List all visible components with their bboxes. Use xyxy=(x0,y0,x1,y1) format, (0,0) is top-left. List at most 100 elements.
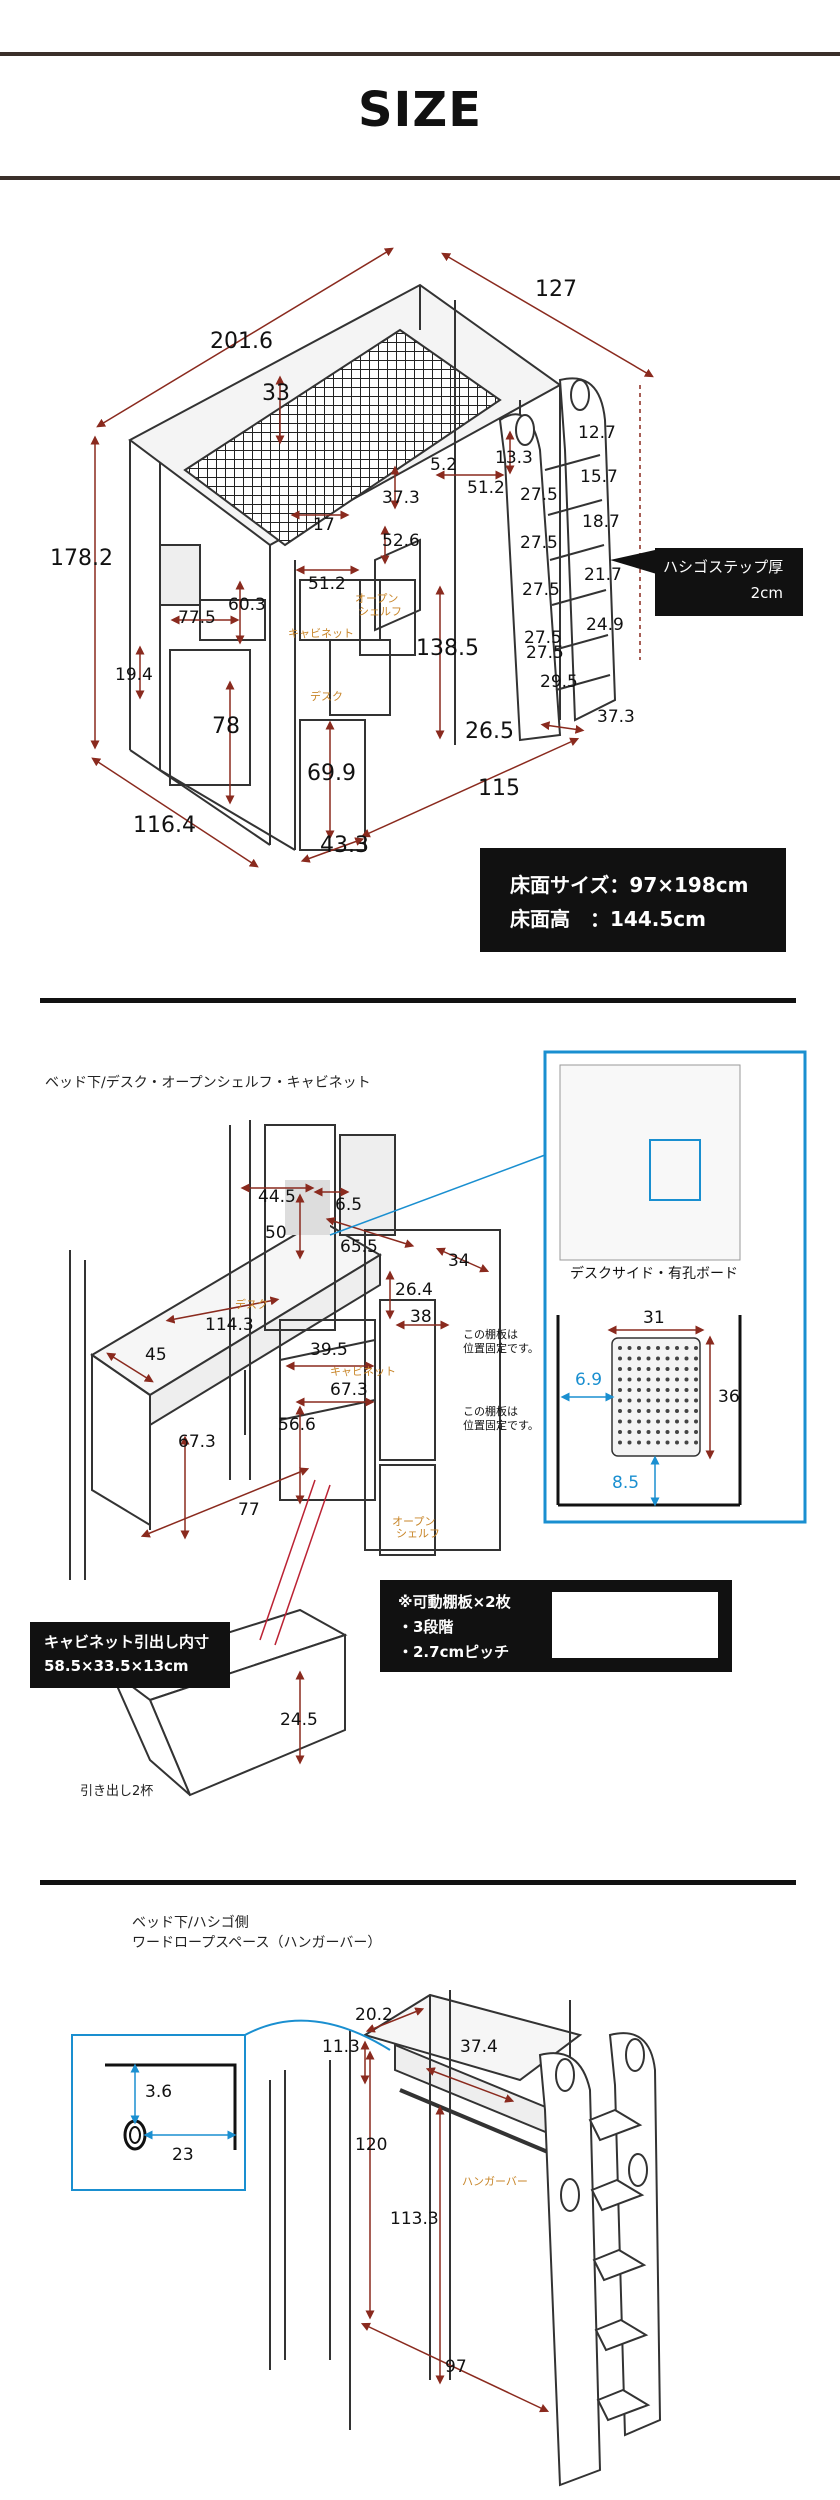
dim-38: 38 xyxy=(410,1307,432,1327)
dim-52-6: 52.6 xyxy=(382,531,420,551)
board-hole xyxy=(665,1419,670,1424)
ladder-step-labels: 12.7 15.7 18.7 21.7 24.9 29.5 27.5 27.5 … xyxy=(520,423,624,692)
label-cabinet: キャビネット xyxy=(330,1365,396,1378)
dim-77: 77 xyxy=(238,1500,260,1520)
board-hole xyxy=(646,1367,651,1371)
label-open-shelf-2: シェルフ xyxy=(358,605,402,618)
board-hole xyxy=(627,1377,632,1382)
step-label: 29.5 xyxy=(540,672,578,692)
board-hole xyxy=(684,1377,689,1382)
board-hole xyxy=(665,1356,670,1361)
board-hole xyxy=(618,1377,622,1382)
wardrobe-ladder xyxy=(538,2032,662,2487)
page-title: SIZE xyxy=(357,82,483,138)
step-label: 24.9 xyxy=(586,615,624,635)
drawer-note-line1: キャビネット引出し内寸 xyxy=(44,1633,210,1651)
shelf-icon-bg xyxy=(552,1592,718,1658)
dim-6-5: 6.5 xyxy=(335,1195,362,1215)
board-hole xyxy=(618,1398,622,1403)
board-hole xyxy=(637,1367,641,1371)
board-hole xyxy=(665,1377,670,1382)
floor-height-line: 床面高 ：144.5cm xyxy=(510,907,706,931)
dim-45: 45 xyxy=(145,1345,167,1365)
dim-97: 97 xyxy=(445,2357,467,2377)
shelf-note-line1: ※可動棚板×2枚 xyxy=(398,1593,511,1611)
board-hole xyxy=(627,1440,632,1445)
board-hole xyxy=(675,1398,679,1403)
board-hole xyxy=(618,1409,622,1413)
board-hole xyxy=(694,1346,698,1350)
board-hole xyxy=(675,1346,679,1350)
step-gap-label: 27.5 xyxy=(520,533,558,553)
board-hole xyxy=(684,1440,689,1445)
inset-edge-side: 6.9 xyxy=(575,1370,602,1390)
dim-base-depth: 116.4 xyxy=(133,813,196,838)
ladder xyxy=(498,377,617,742)
board-hole xyxy=(637,1409,641,1413)
board-hole xyxy=(694,1440,698,1445)
inset-board-h: 36 xyxy=(718,1387,740,1407)
ladder-step-note: ハシゴステップ厚 2cm xyxy=(655,548,803,616)
board-hole xyxy=(694,1377,698,1382)
step-gap-label: 27.5 xyxy=(520,485,558,505)
section3-caption-line1: ベッド下/ハシゴ側 xyxy=(132,1915,249,1931)
dim-desk-w: 43.3 xyxy=(320,833,369,858)
dim-length: 201.6 xyxy=(210,329,273,354)
section2-caption: ベッド下/デスク・オープンシェルフ・キャビネット xyxy=(45,1075,371,1091)
board-hole xyxy=(684,1419,689,1424)
dim-13-3: 13.3 xyxy=(495,448,533,468)
dim-37-3: 37.3 xyxy=(382,488,420,508)
board-hole xyxy=(637,1440,641,1445)
dim-desk-h: 69.9 xyxy=(307,761,356,786)
board-hole xyxy=(618,1346,622,1350)
board-hole xyxy=(694,1398,698,1403)
board-hole xyxy=(656,1388,660,1392)
board-hole xyxy=(675,1377,679,1382)
board-hole xyxy=(618,1440,622,1445)
dim-desk-len: 115 xyxy=(478,776,520,801)
wardrobe-diagram: 20.2 11.3 37.4 120 113.3 97 ハンガーバー 3.6 2… xyxy=(71,1990,662,2487)
dimension-lines-3 xyxy=(360,2007,550,2413)
dim-11-3: 11.3 xyxy=(322,2037,360,2057)
board-hole xyxy=(627,1346,632,1350)
board-hole xyxy=(665,1409,670,1413)
board-hole xyxy=(675,1440,679,1445)
top-rule xyxy=(0,52,840,56)
board-hole xyxy=(618,1430,622,1434)
board-hole xyxy=(618,1356,622,1361)
loft-bed-diagram: 201.6 127 178.2 33 116.4 43.3 115 26.5 3… xyxy=(50,247,660,868)
fixed-note-2-line1: この棚板は xyxy=(463,1404,518,1418)
dim-shelf-w: 77.5 xyxy=(178,608,216,628)
inset-caption: デスクサイド・有孔ボード xyxy=(570,1265,738,1282)
dim-ladder-w: 26.5 xyxy=(465,719,514,744)
board-hole xyxy=(646,1346,651,1350)
drawer-note-line2: 58.5×33.5×13cm xyxy=(44,1657,189,1675)
inset-edge-bottom: 8.5 xyxy=(612,1473,639,1493)
board-hole xyxy=(656,1346,660,1350)
dim-120: 120 xyxy=(355,2135,387,2155)
board-hole xyxy=(637,1346,641,1350)
board-hole xyxy=(656,1430,660,1434)
section-divider xyxy=(40,1880,796,1885)
inset-board-w: 31 xyxy=(643,1308,665,1328)
inset-dim-3-6: 3.6 xyxy=(145,2082,172,2102)
board-hole xyxy=(637,1430,641,1434)
label-desk: デスク xyxy=(310,689,343,703)
board-hole xyxy=(627,1356,632,1361)
inset-dim-23: 23 xyxy=(172,2145,194,2165)
board-hole xyxy=(665,1346,670,1350)
dim-65-5: 65.5 xyxy=(340,1237,378,1257)
board-hole xyxy=(684,1388,689,1392)
dim-34: 34 xyxy=(448,1251,470,1271)
label-desk: デスク xyxy=(235,1297,268,1311)
board-hole xyxy=(675,1388,679,1392)
board-hole xyxy=(656,1409,660,1413)
section-divider xyxy=(40,998,796,1003)
board-hole xyxy=(637,1356,641,1361)
board-hole xyxy=(646,1409,651,1413)
board-hole xyxy=(646,1419,651,1424)
perforated-board-inset: デスクサイド・有孔ボード 31 36 6.9 8.5 xyxy=(543,1050,807,1524)
label-open-shelf-2: シェルフ xyxy=(396,1527,440,1540)
dim-67-3-b: 67.3 xyxy=(178,1432,216,1452)
board-hole xyxy=(618,1367,622,1371)
